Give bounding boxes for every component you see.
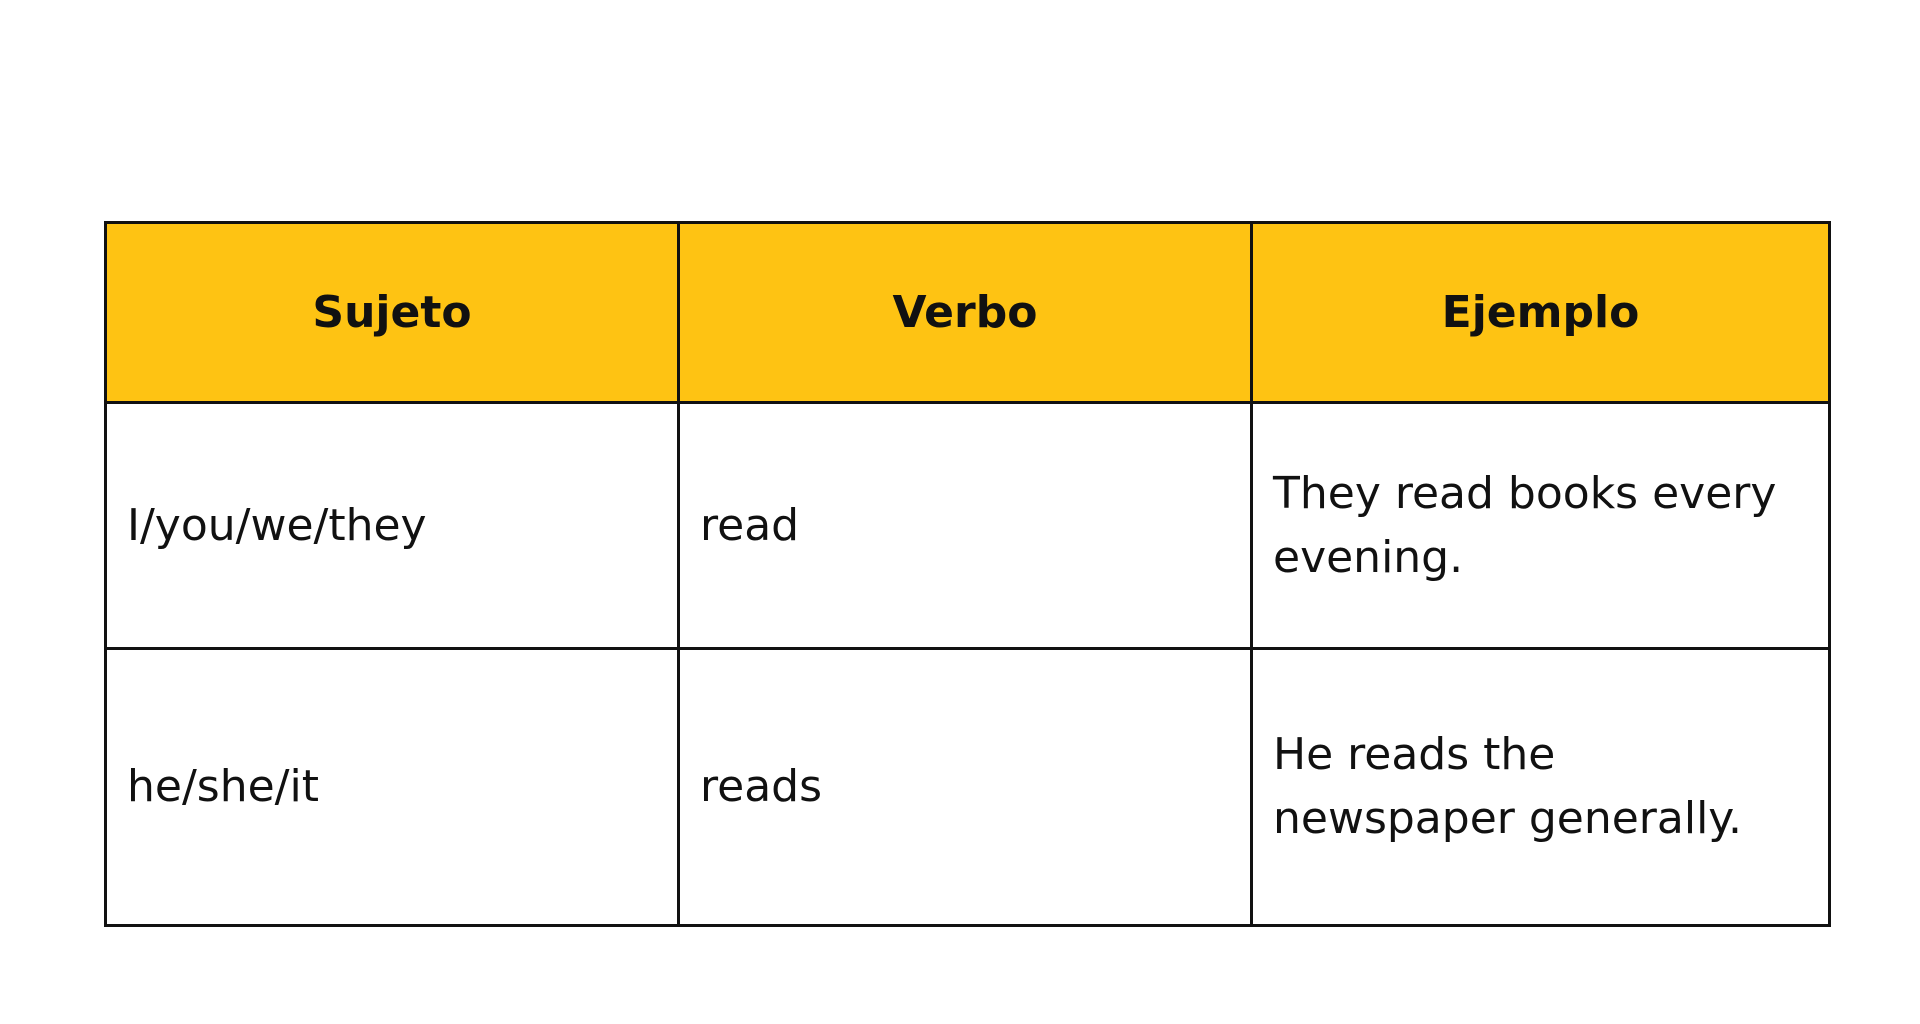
header-cell-sujeto: Sujeto bbox=[104, 221, 680, 404]
cell-verb: reads bbox=[677, 647, 1253, 927]
cell-example: They read books every evening. bbox=[1250, 401, 1831, 650]
header-cell-verbo: Verbo bbox=[677, 221, 1253, 404]
cell-example: He reads the newspaper generally. bbox=[1250, 647, 1831, 927]
cell-subject: he/she/it bbox=[104, 647, 680, 927]
table-header: Sujeto Verbo Ejemplo bbox=[104, 221, 1831, 404]
table-body: I/you/we/they read They read books every… bbox=[104, 401, 1831, 927]
header-row: Sujeto Verbo Ejemplo bbox=[104, 221, 1831, 404]
table-row: I/you/we/they read They read books every… bbox=[104, 401, 1831, 650]
header-cell-ejemplo: Ejemplo bbox=[1250, 221, 1831, 404]
cell-verb: read bbox=[677, 401, 1253, 650]
grammar-table: Sujeto Verbo Ejemplo I/you/we/they read … bbox=[104, 221, 1831, 927]
cell-subject: I/you/we/they bbox=[104, 401, 680, 650]
table-row: he/she/it reads He reads the newspaper g… bbox=[104, 647, 1831, 927]
